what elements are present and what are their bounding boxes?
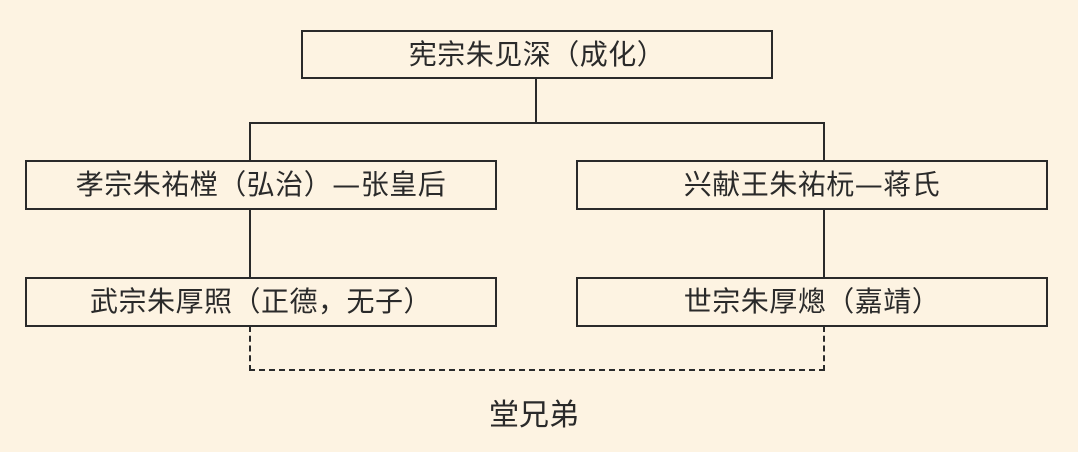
right-child-line [823,209,825,279]
right-child-node: 世宗朱厚熜（嘉靖） [576,277,1048,327]
left-child-node-label: 武宗朱厚照（正德，无子） [89,285,432,318]
right-child-node-label: 世宗朱厚熜（嘉靖） [683,285,941,318]
left-branch-node: 孝宗朱祐樘（弘治）—张皇后 [25,160,497,210]
left-child-node: 武宗朱厚照（正德，无子） [25,277,497,327]
cousin-relation-bracket [249,326,825,371]
right-branch-node-label: 兴献王朱祐杬—蒋氏 [683,168,941,201]
right-branch-node: 兴献王朱祐杬—蒋氏 [576,160,1048,210]
left-child-line [249,209,251,279]
branch-horizontal-line [249,122,825,124]
root-node: 宪宗朱见深（成化） [301,30,773,79]
cousin-relation-label: 堂兄弟 [489,398,579,433]
root-node-label: 宪宗朱见深（成化） [408,37,666,71]
left-branch-node-label: 孝宗朱祐樘（弘治）—张皇后 [75,168,447,201]
root-stem-line [535,78,537,124]
right-branch-drop-line [823,122,825,162]
left-branch-drop-line [249,122,251,162]
